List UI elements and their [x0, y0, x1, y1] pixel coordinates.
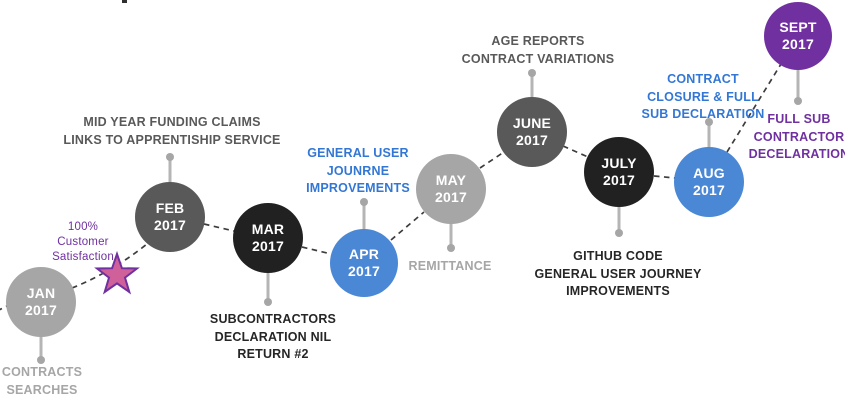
milestone-month: FEB: [155, 200, 185, 216]
milestone-month: AUG: [693, 165, 725, 181]
milestone-label-sept: FULL SUB CONTRACTOR DECELARATION: [748, 112, 845, 161]
milestone-year: 2017: [782, 36, 814, 52]
stem-dot-sept: [794, 97, 802, 105]
milestone-year: 2017: [252, 238, 284, 254]
connector-dash-aug-sept: [726, 63, 782, 153]
milestone-label-jan: CONTRACTS SEARCHES: [1, 365, 83, 397]
milestone-circle-feb: FEB 2017: [135, 182, 205, 252]
milestone-year: 2017: [435, 189, 467, 205]
stem-dot-feb: [166, 153, 174, 161]
milestone-label-june: AGE REPORTS CONTRACT VARIATIONS: [461, 34, 615, 66]
connector-dash-apr-may: [390, 211, 425, 241]
milestone-month: MAR: [251, 221, 285, 237]
connector-dash-july-aug: [653, 175, 676, 179]
milestone-circle-sept: SEPT 2017: [764, 2, 832, 70]
milestone-label-mar: SUBCONTRACTORS DECLARATION NIL RETURN #2: [209, 312, 337, 361]
milestone-circle-apr: APR 2017: [330, 229, 398, 297]
star-callout-label: 100% Customer Satisfaction: [52, 221, 114, 263]
milestone-label-july: GITHUB CODE GENERAL USER JOURNEY IMPROVE…: [534, 249, 702, 298]
stem-dot-jan: [37, 356, 45, 364]
connector-dash-feb-mar: [203, 223, 235, 232]
star-icon: [94, 250, 140, 295]
milestone-label-feb: MID YEAR FUNDING CLAIMS LINKS TO APPRENT…: [63, 115, 281, 147]
stem-dot-apr: [360, 198, 368, 206]
milestone-circle-aug: AUG 2017: [674, 147, 744, 217]
milestone-label-may: REMITTANCE: [408, 259, 492, 273]
milestone-stems: [37, 68, 802, 364]
milestone-year: 2017: [516, 132, 548, 148]
milestone-circle-june: JUNE 2017: [497, 97, 567, 167]
milestone-label-apr: GENERAL USER JOUNRNE IMPROVEMENTS: [306, 146, 410, 195]
stem-dot-may: [447, 244, 455, 252]
stem-dot-aug: [705, 118, 713, 126]
milestone-year: 2017: [154, 217, 186, 233]
milestone-month: JUNE: [512, 115, 552, 131]
milestone-year: 2017: [693, 182, 725, 198]
stem-dot-mar: [264, 298, 272, 306]
cropped-text-artifact: [122, 0, 127, 3]
milestone-label-aug: CONTRACT CLOSURE & FULL SUB DECLARATION: [641, 72, 765, 121]
stem-dot-july: [615, 229, 623, 237]
milestone-circle-may: MAY 2017: [416, 154, 486, 224]
milestone-month: MAY: [435, 172, 467, 188]
milestone-circle-jan: JAN 2017: [6, 267, 76, 337]
milestone-month: SEPT: [779, 19, 817, 35]
milestone-year: 2017: [603, 172, 635, 188]
connector-dash-mar-apr: [301, 246, 332, 255]
milestone-circle-mar: MAR 2017: [233, 203, 303, 273]
milestone-year: 2017: [348, 263, 380, 279]
milestone-month: APR: [348, 246, 380, 262]
milestone-month: JAN: [26, 285, 56, 301]
milestone-month: JULY: [601, 155, 637, 171]
stem-dot-june: [528, 69, 536, 77]
milestone-year: 2017: [25, 302, 57, 318]
connector-dash-june-july: [562, 145, 589, 158]
milestone-circle-july: JULY 2017: [584, 137, 654, 207]
connector-dash-may-june: [479, 151, 505, 169]
